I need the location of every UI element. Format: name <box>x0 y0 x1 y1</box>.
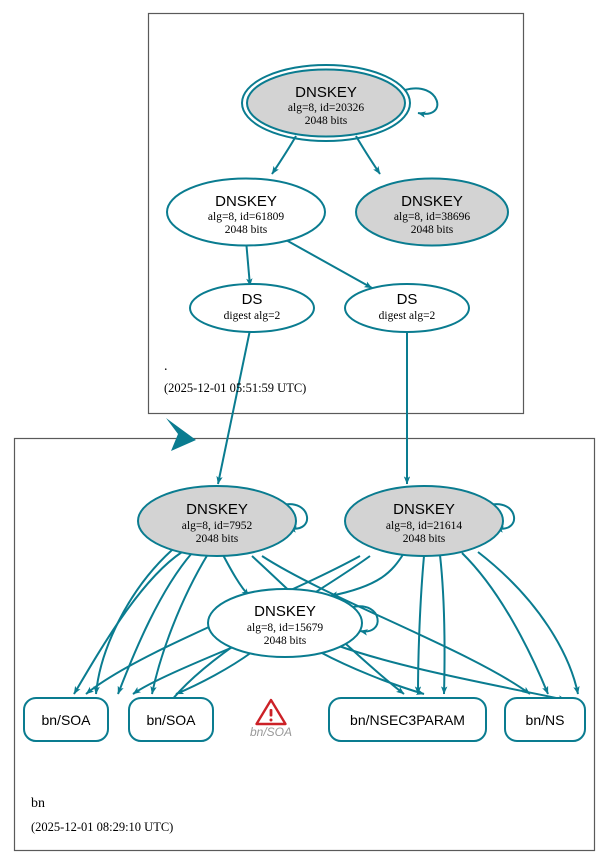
node-bn-dnskey-21614-body <box>344 485 504 557</box>
edge-bn-ksk-7952-to-soa-1 <box>73 551 183 695</box>
edge-bn-ksk-21614-to-nsec3param <box>439 554 448 695</box>
node-bn-dnskey-7952[interactable]: DNSKEY alg=8, id=7952 2048 bits <box>137 485 297 557</box>
edge-bn-zsk-15679-self-loop <box>352 605 379 636</box>
root-zone-label: . <box>164 359 168 374</box>
edge-bn-ksk-21614-to-zsk <box>329 552 405 598</box>
edge-bn-zsk-to-nsec3param <box>319 651 425 695</box>
node-root-dnskey-38696-params: alg=8, id=38696 <box>394 211 470 223</box>
node-root-dnskey-20326-outer-ring <box>241 64 411 142</box>
node-root-dnskey-20326-body <box>246 68 406 138</box>
node-ds-right-params: digest alg=2 <box>379 310 436 322</box>
node-root-dnskey-61809-title: DNSKEY <box>215 193 277 210</box>
warning-triangle-icon[interactable] <box>255 698 287 726</box>
rrset-ns[interactable]: bn/NS <box>504 697 586 742</box>
node-root-dnskey-61809-size: 2048 bits <box>225 224 268 236</box>
zone-delegation-wedge-arrow <box>166 418 196 451</box>
edge-zsk-61809-to-ds-left <box>245 239 253 287</box>
edge-group-delegation <box>216 329 411 485</box>
bn-zone-label: bn <box>31 796 45 811</box>
rrset-soa-2-box <box>128 697 214 742</box>
bn-zone-timestamp: (2025-12-01 08:29:10 UTC) <box>31 820 173 834</box>
node-root-dnskey-38696-title: DNSKEY <box>401 193 463 210</box>
node-bn-dnskey-21614[interactable]: DNSKEY alg=8, id=21614 2048 bits <box>344 485 504 557</box>
edge-bn-zsk-to-ns <box>335 644 567 702</box>
edge-bn-ksk-7952-to-soa-2-alt <box>150 553 209 695</box>
node-ds-left[interactable]: DS digest alg=2 <box>189 283 315 333</box>
rrset-soa-2-label: bn/SOA <box>146 712 196 728</box>
warning-exclamation-bar <box>269 709 273 717</box>
node-bn-dnskey-21614-params: alg=8, id=21614 <box>386 520 462 532</box>
edge-bn-ksk-7952-self-loop <box>281 503 308 533</box>
warning-exclamation-dot <box>269 718 273 722</box>
node-ds-right-body <box>344 283 470 333</box>
rrset-soa-1-label: bn/SOA <box>41 712 91 728</box>
node-bn-dnskey-15679-size: 2048 bits <box>264 635 307 647</box>
node-bn-dnskey-15679-body <box>207 588 363 658</box>
edge-bn-zsk-to-soa-1 <box>132 644 239 695</box>
rrset-soa-1[interactable]: bn/SOA <box>23 697 109 742</box>
node-bn-dnskey-7952-title: DNSKEY <box>186 501 248 518</box>
node-bn-dnskey-21614-title: DNSKEY <box>393 501 455 518</box>
rrset-soa-2[interactable]: bn/SOA <box>128 697 214 742</box>
node-root-dnskey-38696-size: 2048 bits <box>411 224 454 236</box>
edge-root-ksk-to-zsk-38696 <box>355 135 381 175</box>
node-root-dnskey-61809-params: alg=8, id=61809 <box>208 211 284 223</box>
warning-label: bn/SOA <box>250 725 292 739</box>
node-ds-left-body <box>189 283 315 333</box>
rrset-ns-box <box>504 697 586 742</box>
node-bn-dnskey-21614-size: 2048 bits <box>403 533 446 545</box>
edge-zsk-61809-to-ds-right <box>285 239 373 289</box>
node-ds-right-title: DS <box>397 291 418 308</box>
node-bn-dnskey-15679-params: alg=8, id=15679 <box>247 622 323 634</box>
edge-root-ksk-self-loop <box>404 87 439 118</box>
edge-bn-ksk-21614-to-ns <box>461 552 549 695</box>
rrset-soa-1-box <box>23 697 109 742</box>
rrset-nsec3param-label: bn/NSEC3PARAM <box>350 712 465 728</box>
rrset-nsec3param-box <box>328 697 487 742</box>
node-root-dnskey-20326[interactable]: DNSKEY alg=8, id=20326 2048 bits <box>241 64 411 142</box>
node-ds-right[interactable]: DS digest alg=2 <box>344 283 470 333</box>
node-ds-left-title: DS <box>242 291 263 308</box>
edge-bn-ksk-7952-to-soa-1-alt <box>93 549 173 695</box>
node-root-dnskey-20326-size: 2048 bits <box>305 115 348 127</box>
rrset-nsec3param[interactable]: bn/NSEC3PARAM <box>328 697 487 742</box>
root-zone-timestamp: (2025-12-01 05:51:59 UTC) <box>164 381 306 395</box>
node-root-dnskey-38696-body <box>355 177 509 247</box>
node-bn-dnskey-7952-params: alg=8, id=7952 <box>182 520 253 532</box>
edge-group-root <box>245 87 439 289</box>
node-ds-left-params: digest alg=2 <box>224 310 281 322</box>
edge-bn-ksk-21614-to-nsec3param-alt <box>414 555 425 695</box>
node-root-dnskey-20326-title: DNSKEY <box>295 84 357 101</box>
edge-bn-ksk-7952-to-soa-2 <box>117 552 193 695</box>
edge-bn-ksk-21614-to-ns-alt <box>477 551 580 695</box>
node-bn-dnskey-15679-title: DNSKEY <box>254 603 316 620</box>
node-root-dnskey-20326-params: alg=8, id=20326 <box>288 102 364 114</box>
node-root-dnskey-61809[interactable]: DNSKEY alg=8, id=61809 2048 bits <box>166 177 326 247</box>
edge-root-ksk-to-zsk-61809 <box>271 135 297 175</box>
edge-bn-zsk-to-soa-2 <box>175 651 253 695</box>
edge-bn-ksk-21614-self-loop <box>488 503 515 533</box>
node-root-dnskey-61809-body <box>166 177 326 247</box>
edge-bn-ksk-7952-to-ns <box>261 555 531 695</box>
node-bn-dnskey-7952-size: 2048 bits <box>196 533 239 545</box>
edge-ds-left-to-bn-ksk-7952 <box>216 329 251 485</box>
node-root-dnskey-38696[interactable]: DNSKEY alg=8, id=38696 2048 bits <box>355 177 509 247</box>
node-bn-dnskey-7952-body <box>137 485 297 557</box>
rrset-ns-label: bn/NS <box>526 712 565 728</box>
node-bn-dnskey-15679[interactable]: DNSKEY alg=8, id=15679 2048 bits <box>207 588 363 658</box>
